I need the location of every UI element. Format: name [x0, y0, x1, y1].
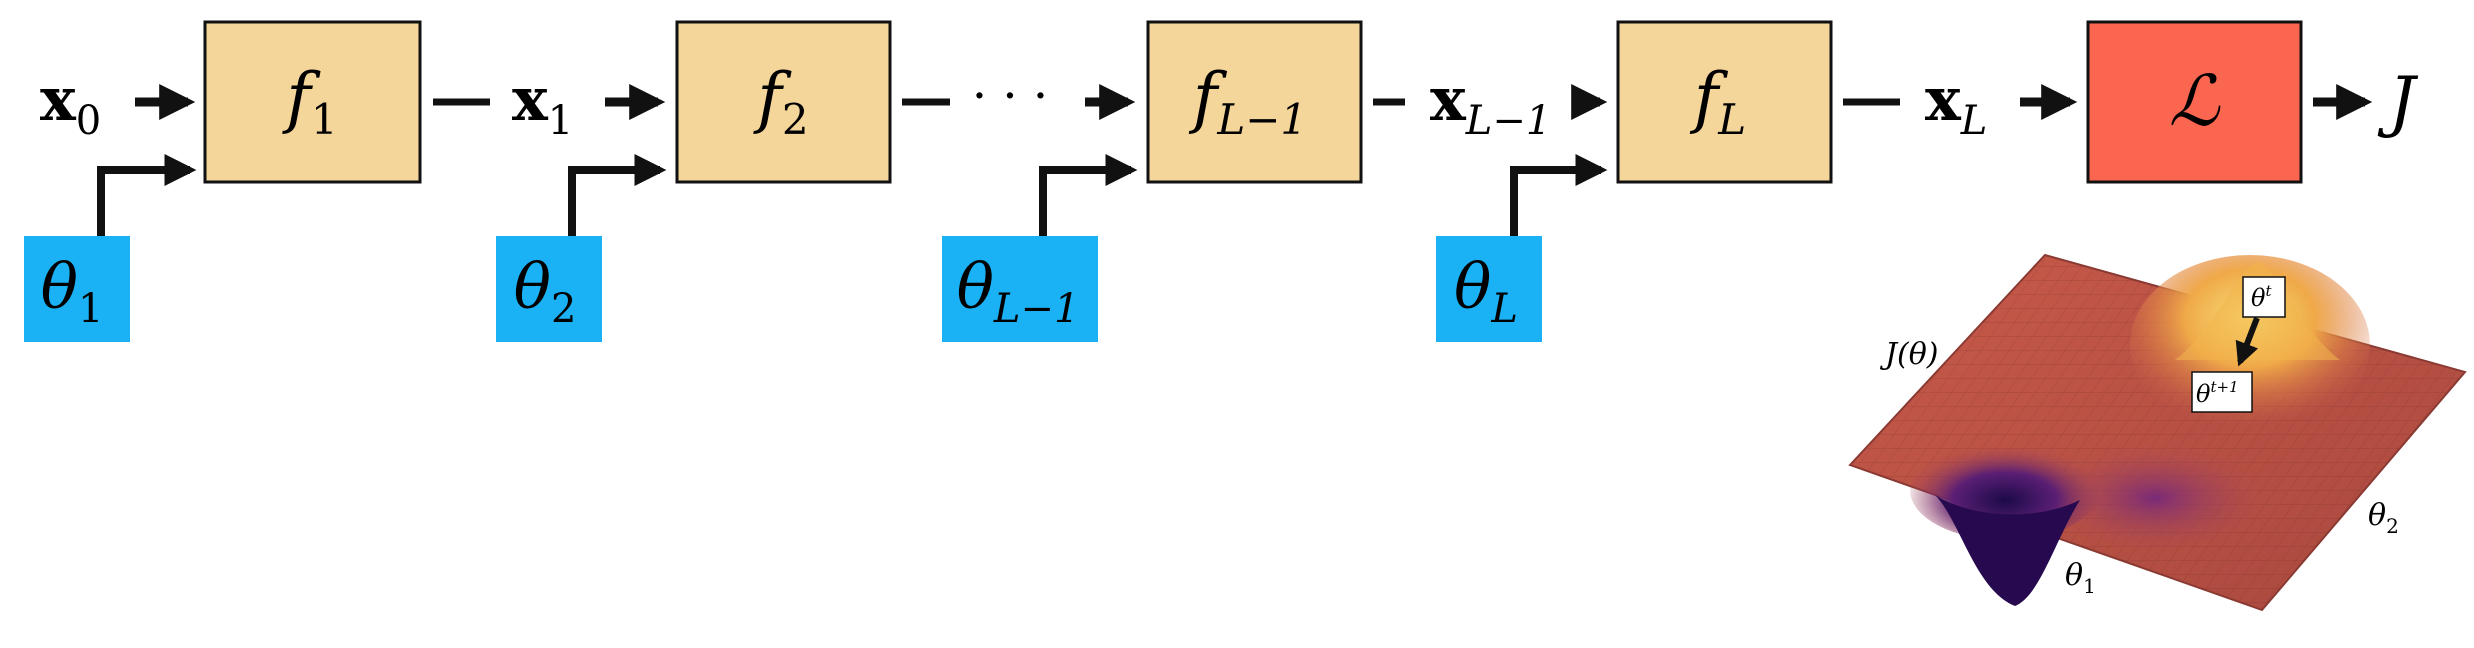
- point-theta-t1: θt+1: [2191, 371, 2253, 413]
- param-thetaL: [1436, 236, 1542, 342]
- param-thetaL-label: θL: [1454, 250, 1518, 332]
- input-x1: x1: [512, 65, 573, 144]
- param-theta1: [24, 236, 130, 342]
- gradient-step-arrow: [2235, 316, 2260, 367]
- param-theta1-label: θ1: [41, 250, 104, 332]
- surface-well-shallow: [2050, 446, 2260, 550]
- point-theta-t: θt: [2242, 276, 2286, 318]
- block-f1-label: f1: [281, 59, 337, 144]
- loss-surface: θt θt+1 J(θ) θ1 θ2: [1848, 253, 2467, 612]
- axis-theta1: θ1: [2065, 558, 2096, 598]
- arrow-thetaL-fL: [1510, 154, 1608, 236]
- arrow-thetaL1-fL1: [1039, 154, 1138, 236]
- param-theta2-label: θ2: [514, 250, 577, 332]
- block-fL-1-label: fL−1: [1188, 59, 1307, 144]
- param-thetaL-1-label: θL−1: [957, 250, 1080, 332]
- arrow-theta2-f2: [568, 154, 667, 236]
- block-f2: [675, 20, 892, 184]
- block-fL-1: [1146, 20, 1363, 184]
- loss-label: ℒ: [2169, 60, 2221, 142]
- surface-well-deep: [1935, 495, 2080, 606]
- param-theta2: [496, 236, 602, 342]
- block-f1: [203, 20, 422, 184]
- loss-block: [2086, 20, 2303, 184]
- input-xL: xL: [1925, 65, 1987, 144]
- block-fL: [1616, 20, 1833, 184]
- input-x0: x0: [40, 65, 101, 144]
- ellipsis: · · ·: [972, 68, 1048, 124]
- svg-text:θt: θt: [2251, 282, 2272, 312]
- svg-text:θt+1: θt+1: [2196, 378, 2239, 408]
- axis-theta2: θ2: [2368, 498, 2399, 538]
- output-J: J: [2377, 63, 2419, 140]
- input-xL-1: xL−1: [1430, 65, 1551, 144]
- arrow-theta1-f1: [97, 154, 197, 236]
- surface-ylabel: J(θ): [1879, 337, 1939, 372]
- param-thetaL-1: [942, 236, 1098, 342]
